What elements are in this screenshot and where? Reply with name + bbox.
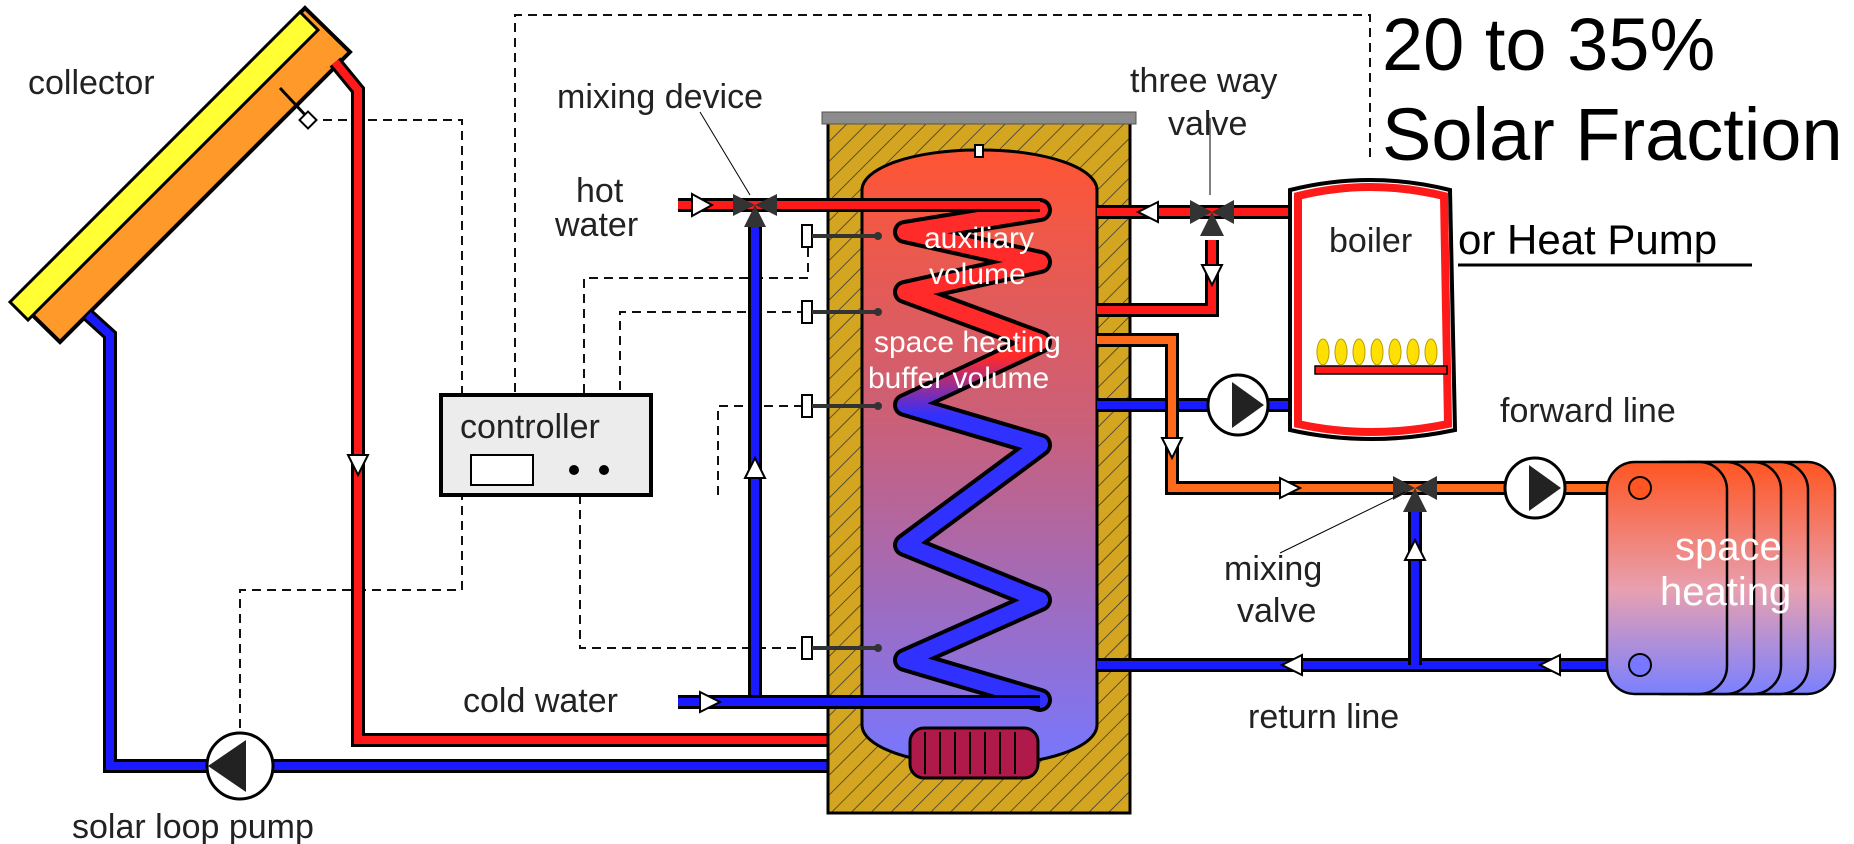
mixing-device-valve-icon bbox=[733, 194, 777, 227]
label-hot-water-line1: hot bbox=[576, 172, 624, 210]
solar-loop-pump-icon bbox=[205, 731, 275, 801]
indicator-dot-icon bbox=[569, 465, 579, 475]
arrow-left-icon bbox=[1537, 653, 1561, 677]
solar-collector bbox=[7, 5, 353, 345]
arrow-down-icon bbox=[346, 454, 370, 478]
leader-line bbox=[699, 111, 751, 196]
boiler-circuit bbox=[1097, 178, 1458, 441]
solar-loop-pipes bbox=[83, 57, 920, 773]
up-arrow-icon bbox=[743, 455, 767, 479]
arrow-down-icon bbox=[1160, 437, 1184, 461]
arrow-right-icon bbox=[1279, 476, 1303, 500]
display-icon bbox=[470, 454, 534, 486]
label-hot-water-line2: water bbox=[554, 206, 638, 244]
space-heating-circuit bbox=[1097, 333, 1837, 696]
radiator bbox=[1605, 460, 1837, 696]
flame-icon bbox=[1316, 338, 1438, 366]
mixing-valve-icon bbox=[1393, 476, 1437, 512]
three-way-valve-icon bbox=[1190, 200, 1234, 236]
subtitle: or Heat Pump bbox=[1458, 216, 1717, 263]
label-three-way-valve-line2: valve bbox=[1168, 105, 1247, 143]
indicator-dot-icon bbox=[599, 465, 609, 475]
title-line2: Solar Fraction bbox=[1382, 93, 1843, 176]
label-buffer-volume-line2: buffer volume bbox=[868, 362, 1049, 395]
label-three-way-valve-line1: three way bbox=[1130, 62, 1277, 100]
label-mixing-valve-line1: mixing bbox=[1224, 550, 1322, 588]
label-controller: controller bbox=[460, 408, 600, 446]
hot-water-arrow-icon bbox=[691, 192, 715, 218]
forward-pump-icon bbox=[1503, 456, 1567, 520]
tank-sensors bbox=[801, 224, 882, 660]
collector-sensor-icon bbox=[278, 86, 310, 120]
label-return-line: return line bbox=[1248, 698, 1399, 736]
controller bbox=[439, 393, 653, 497]
arrow-down-icon bbox=[1200, 264, 1224, 288]
label-space-heating-line1: space bbox=[1675, 525, 1782, 569]
boiler-pump-icon bbox=[1206, 373, 1270, 437]
label-cold-water: cold water bbox=[463, 682, 618, 720]
label-buffer-volume-line1: space heating bbox=[874, 326, 1061, 359]
leader-line bbox=[1279, 491, 1406, 554]
title-line1: 20 to 35% bbox=[1382, 3, 1715, 86]
label-solar-loop-pump: solar loop pump bbox=[72, 808, 314, 844]
arrow-left-icon bbox=[1279, 653, 1303, 677]
domestic-water-pipes bbox=[678, 192, 1040, 714]
label-forward-line: forward line bbox=[1500, 392, 1676, 430]
label-collector: collector bbox=[28, 64, 155, 102]
label-boiler: boiler bbox=[1329, 222, 1412, 260]
solar-coil bbox=[908, 726, 1040, 780]
arrow-left-icon bbox=[1135, 200, 1159, 224]
label-auxiliary-volume-line2: volume bbox=[929, 258, 1026, 291]
label-mixing-device: mixing device bbox=[557, 78, 763, 116]
label-mixing-valve-line2: valve bbox=[1237, 592, 1316, 630]
label-auxiliary-volume-line1: auxiliary bbox=[924, 222, 1034, 255]
boiler bbox=[1288, 178, 1458, 441]
cold-water-arrow-icon bbox=[699, 690, 723, 714]
label-space-heating-line2: heating bbox=[1660, 570, 1791, 614]
arrow-up-icon bbox=[1403, 537, 1427, 561]
